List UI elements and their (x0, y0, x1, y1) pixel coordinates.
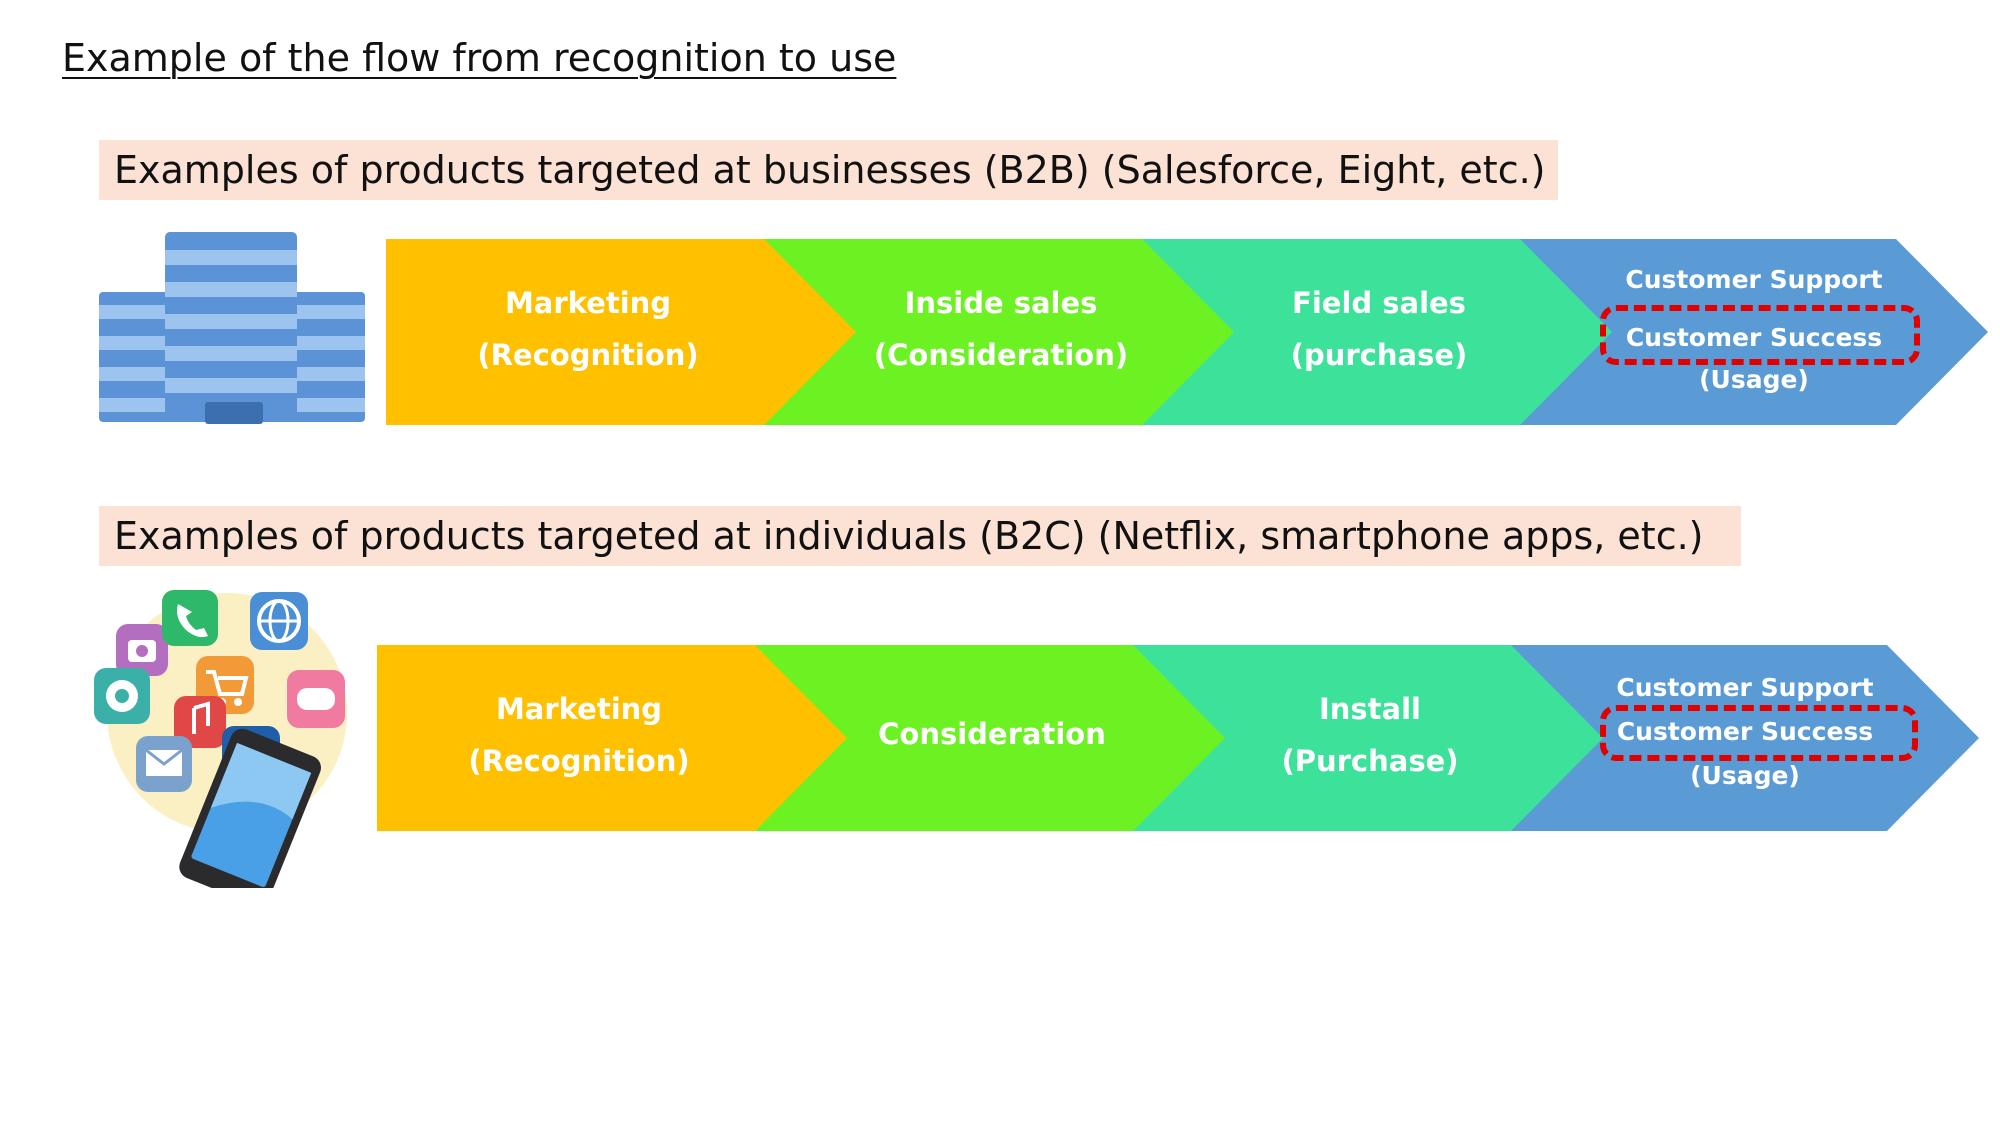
step-subtitle: (Usage) (1699, 365, 1809, 394)
b2b-heading-banner: Examples of products targeted at busines… (99, 140, 1558, 200)
page-title: Example of the flow from recognition to … (62, 36, 897, 80)
b2c-flow: Marketing (Recognition) Consideration In… (0, 645, 2000, 835)
b2b-flow: Marketing (Recognition) Inside sales (Co… (0, 239, 2000, 429)
office-building-icon (99, 232, 365, 424)
step-title: Consideration (878, 717, 1106, 751)
step-subtitle: (Consideration) (873, 338, 1129, 372)
step-subtitle: (Recognition) (468, 744, 690, 778)
step-subtitle: (Purchase) (1281, 744, 1459, 778)
step-title: Customer Support (1616, 673, 1874, 702)
step-title: Marketing (504, 286, 672, 320)
step-highlight: Customer Success (1625, 323, 1883, 352)
b2c-step-marketing: Marketing (Recognition) (377, 645, 851, 831)
step-title: Customer Support (1625, 265, 1883, 294)
smartphone-apps-icon (94, 590, 347, 888)
b2b-step-marketing: Marketing (Recognition) (386, 239, 860, 425)
step-title: Install (1318, 692, 1421, 726)
step-subtitle: (purchase) (1290, 338, 1468, 372)
step-highlight: Customer Success (1616, 717, 1874, 746)
customer-success-highlight (1600, 305, 1920, 365)
step-subtitle: (Recognition) (477, 338, 699, 372)
step-title: Inside sales (904, 286, 1098, 320)
b2b-heading: Examples of products targeted at busines… (114, 148, 1546, 192)
step-subtitle: (Usage) (1690, 761, 1800, 790)
step-title: Marketing (495, 692, 663, 726)
b2c-heading-banner: Examples of products targeted at individ… (99, 506, 1741, 566)
customer-success-highlight (1600, 705, 1918, 761)
step-title: Field sales (1292, 286, 1466, 320)
b2c-heading: Examples of products targeted at individ… (114, 514, 1704, 558)
